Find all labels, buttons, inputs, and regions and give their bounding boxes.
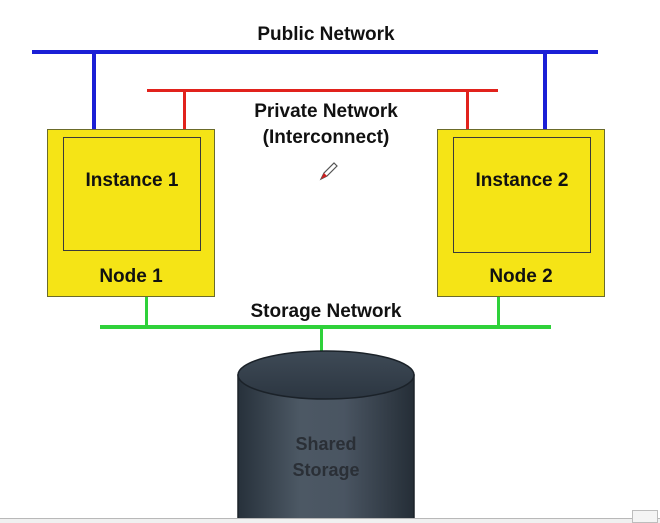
instance-1: Instance 1 [63, 137, 201, 251]
instance-1-label: Instance 1 [85, 170, 179, 191]
node-1: Instance 1 Node 1 [47, 129, 215, 297]
storage-network-line [100, 325, 551, 329]
resize-grip-icon[interactable] [632, 510, 658, 523]
private-network-line [147, 89, 498, 92]
shared-storage-label-line1: Shared [295, 434, 357, 454]
node-1-label: Node 1 [99, 266, 163, 287]
storage-drop-node-1 [145, 297, 148, 327]
private-network-label-line2: (Interconnect) [262, 127, 390, 148]
instance-2: Instance 2 [453, 137, 591, 253]
shared-storage-label-line2: Storage [292, 460, 360, 480]
private-network-label: Private Network (Interconnect) [210, 99, 442, 151]
public-network-label: Public Network [257, 24, 395, 45]
public-drop-node-1 [92, 50, 96, 130]
private-drop-node-1 [183, 89, 186, 130]
public-drop-node-2 [543, 50, 547, 130]
instance-2-label: Instance 2 [475, 170, 569, 191]
private-network-label-line1: Private Network [254, 101, 398, 122]
storage-drop-node-2 [497, 297, 500, 327]
storage-network-label: Storage Network [250, 301, 402, 322]
shared-storage-cylinder [237, 350, 415, 523]
node-2: Instance 2 Node 2 [437, 129, 605, 297]
node-2-label: Node 2 [489, 266, 553, 287]
window-bottom-bar [0, 518, 660, 523]
private-drop-node-2 [466, 89, 469, 130]
storage-drop-cylinder [320, 327, 323, 354]
public-network-line [32, 50, 598, 54]
pen-cursor-icon [319, 162, 338, 181]
